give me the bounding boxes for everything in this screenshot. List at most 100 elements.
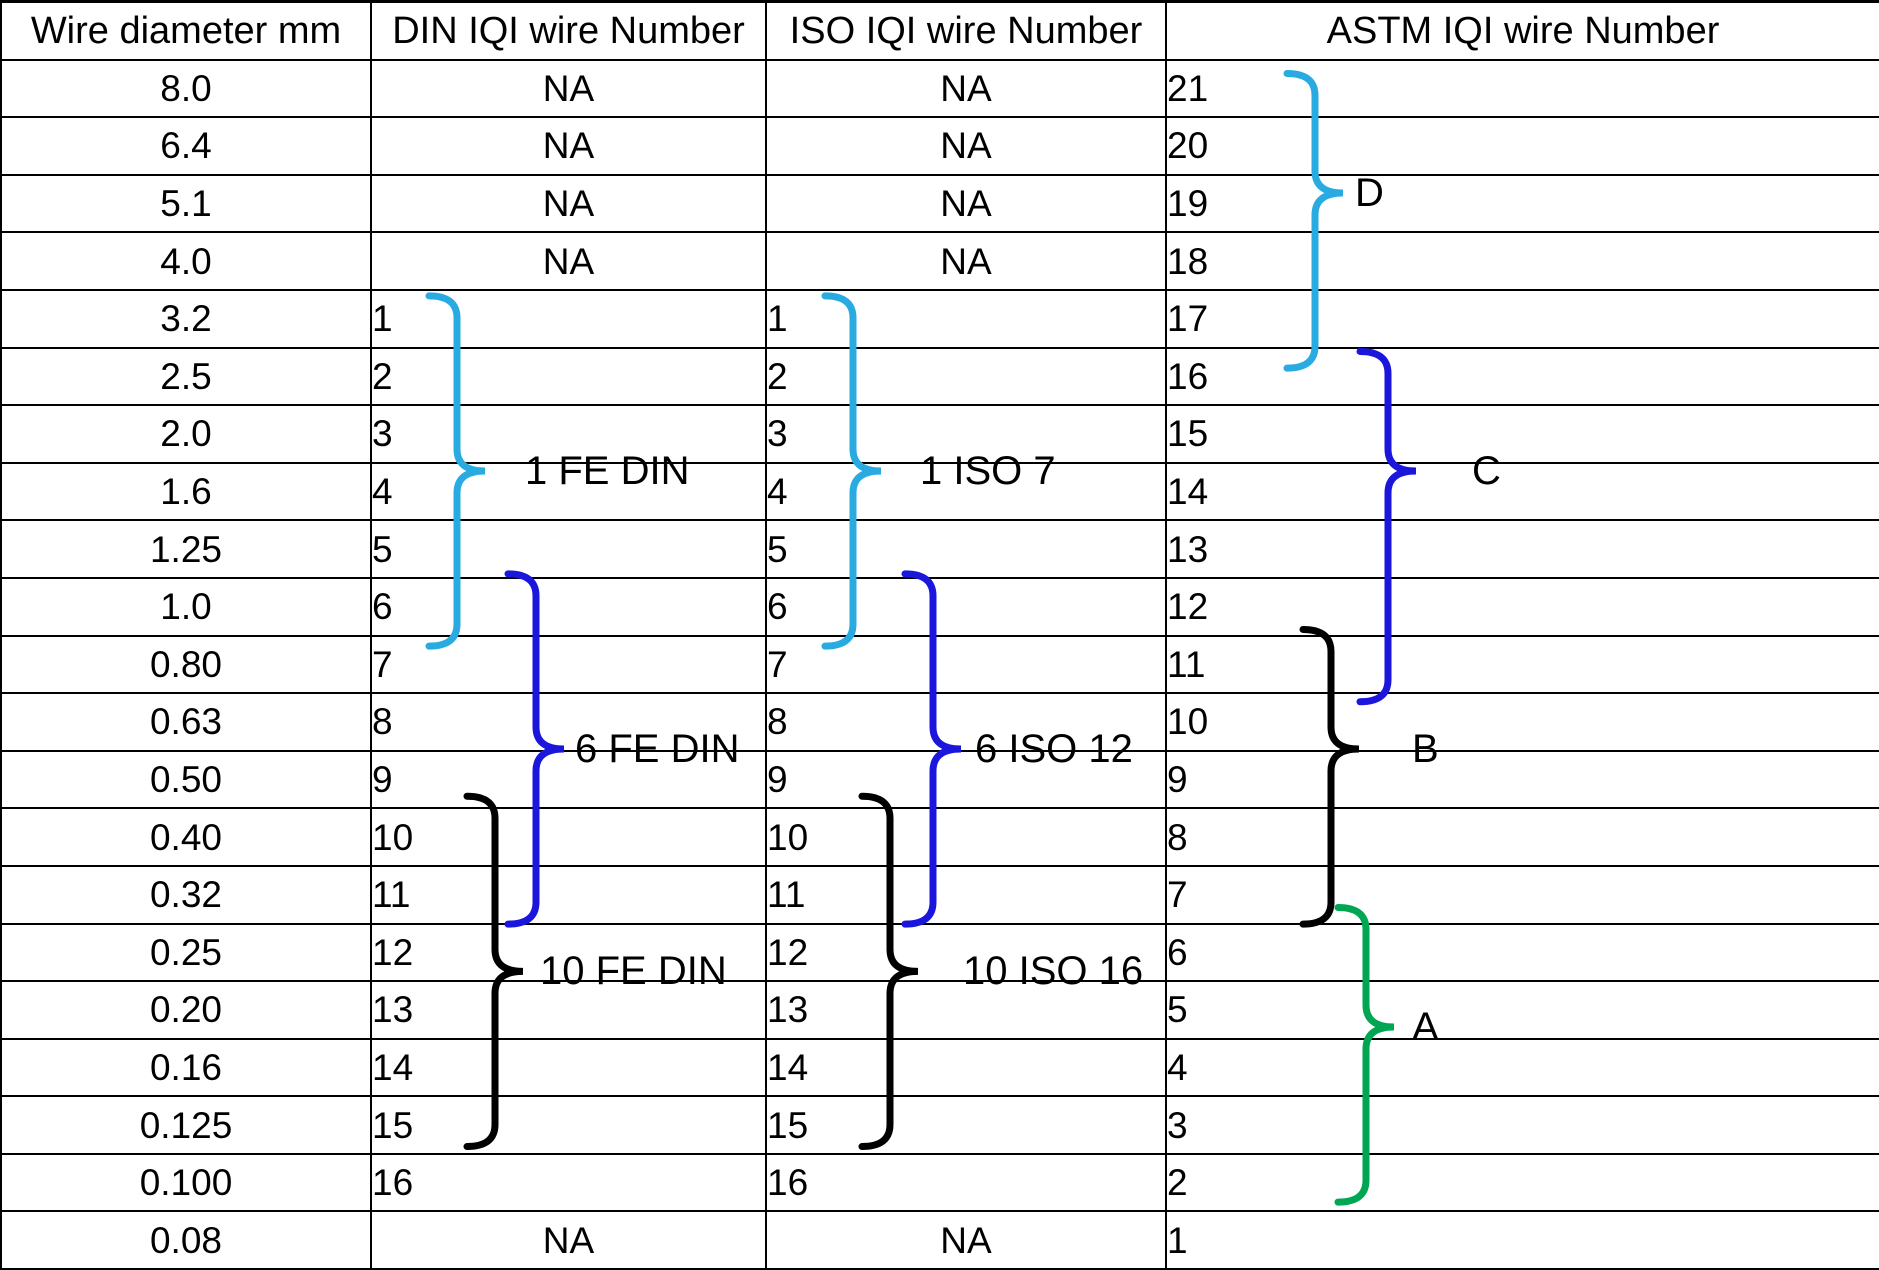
- cell-astm: 3: [1165, 1095, 1879, 1155]
- cell-diameter: 5.1: [0, 173, 372, 234]
- cell-iso: NA: [765, 116, 1167, 176]
- cell-iso: 8: [765, 692, 1167, 752]
- cell-astm: 13: [1165, 519, 1879, 579]
- cell-astm: 19: [1165, 173, 1879, 234]
- cell-iso: 10: [765, 807, 1167, 867]
- cell-astm: 7: [1165, 864, 1879, 925]
- cell-astm: 12: [1165, 576, 1879, 637]
- cell-iso: 4: [765, 461, 1167, 522]
- cell-astm: 5: [1165, 980, 1879, 1040]
- cell-din: 1: [370, 288, 767, 349]
- cell-iso: 11: [765, 864, 1167, 925]
- cell-astm: 18: [1165, 231, 1879, 291]
- cell-din: 16: [370, 1152, 767, 1213]
- cell-iso: NA: [765, 1210, 1167, 1270]
- cell-iso: 3: [765, 404, 1167, 464]
- cell-diameter: 2.0: [0, 404, 372, 464]
- cell-diameter: 0.40: [0, 807, 372, 867]
- cell-din: 9: [370, 749, 767, 810]
- cell-iso: 1: [765, 288, 1167, 349]
- cell-iso: 9: [765, 749, 1167, 810]
- cell-diameter: 0.100: [0, 1152, 372, 1213]
- cell-iso: NA: [765, 173, 1167, 234]
- cell-iso: 6: [765, 576, 1167, 637]
- cell-diameter: 0.08: [0, 1210, 372, 1270]
- column-header-iso: ISO IQI wire Number: [765, 0, 1167, 61]
- cell-din: 7: [370, 634, 767, 695]
- cell-iso: 7: [765, 634, 1167, 695]
- cell-din: 15: [370, 1095, 767, 1155]
- cell-iso: 5: [765, 519, 1167, 579]
- cell-diameter: 8.0: [0, 58, 372, 119]
- cell-diameter: 1.25: [0, 519, 372, 579]
- cell-iso: 15: [765, 1095, 1167, 1155]
- cell-diameter: 0.20: [0, 980, 372, 1040]
- cell-diameter: 2.5: [0, 346, 372, 407]
- cell-diameter: 3.2: [0, 288, 372, 349]
- cell-astm: 2: [1165, 1152, 1879, 1213]
- cell-astm: 4: [1165, 1037, 1879, 1098]
- cell-din: NA: [370, 116, 767, 176]
- cell-iso: 12: [765, 922, 1167, 983]
- cell-din: 12: [370, 922, 767, 983]
- cell-diameter: 0.32: [0, 864, 372, 925]
- cell-diameter: 0.63: [0, 692, 372, 752]
- cell-din: 6: [370, 576, 767, 637]
- column-header-din: DIN IQI wire Number: [370, 0, 767, 61]
- cell-astm: 16: [1165, 346, 1879, 407]
- cell-astm: 14: [1165, 461, 1879, 522]
- cell-din: 4: [370, 461, 767, 522]
- cell-astm: 15: [1165, 404, 1879, 464]
- cell-diameter: 0.16: [0, 1037, 372, 1098]
- cell-astm: 20: [1165, 116, 1879, 176]
- cell-din: NA: [370, 231, 767, 291]
- column-header-astm: ASTM IQI wire Number: [1165, 0, 1879, 61]
- cell-diameter: 0.125: [0, 1095, 372, 1155]
- cell-iso: 2: [765, 346, 1167, 407]
- cell-din: 13: [370, 980, 767, 1040]
- cell-iso: NA: [765, 58, 1167, 119]
- cell-diameter: 1.6: [0, 461, 372, 522]
- cell-astm: 9: [1165, 749, 1879, 810]
- cell-din: NA: [370, 1210, 767, 1270]
- cell-astm: 17: [1165, 288, 1879, 349]
- cell-din: NA: [370, 58, 767, 119]
- cell-diameter: 0.25: [0, 922, 372, 983]
- cell-astm: 6: [1165, 922, 1879, 983]
- cell-iso: 16: [765, 1152, 1167, 1213]
- cell-diameter: 4.0: [0, 231, 372, 291]
- table-header-row: Wire diameter mm DIN IQI wire Number ISO…: [0, 0, 1879, 61]
- cell-diameter: 1.0: [0, 576, 372, 637]
- cell-astm: 11: [1165, 634, 1879, 695]
- cell-diameter: 0.50: [0, 749, 372, 810]
- cell-astm: 8: [1165, 807, 1879, 867]
- cell-din: 14: [370, 1037, 767, 1098]
- cell-iso: 13: [765, 980, 1167, 1040]
- cell-din: 5: [370, 519, 767, 579]
- cell-astm: 10: [1165, 692, 1879, 752]
- cell-astm: 21: [1165, 58, 1879, 119]
- cell-din: 2: [370, 346, 767, 407]
- cell-diameter: 6.4: [0, 116, 372, 176]
